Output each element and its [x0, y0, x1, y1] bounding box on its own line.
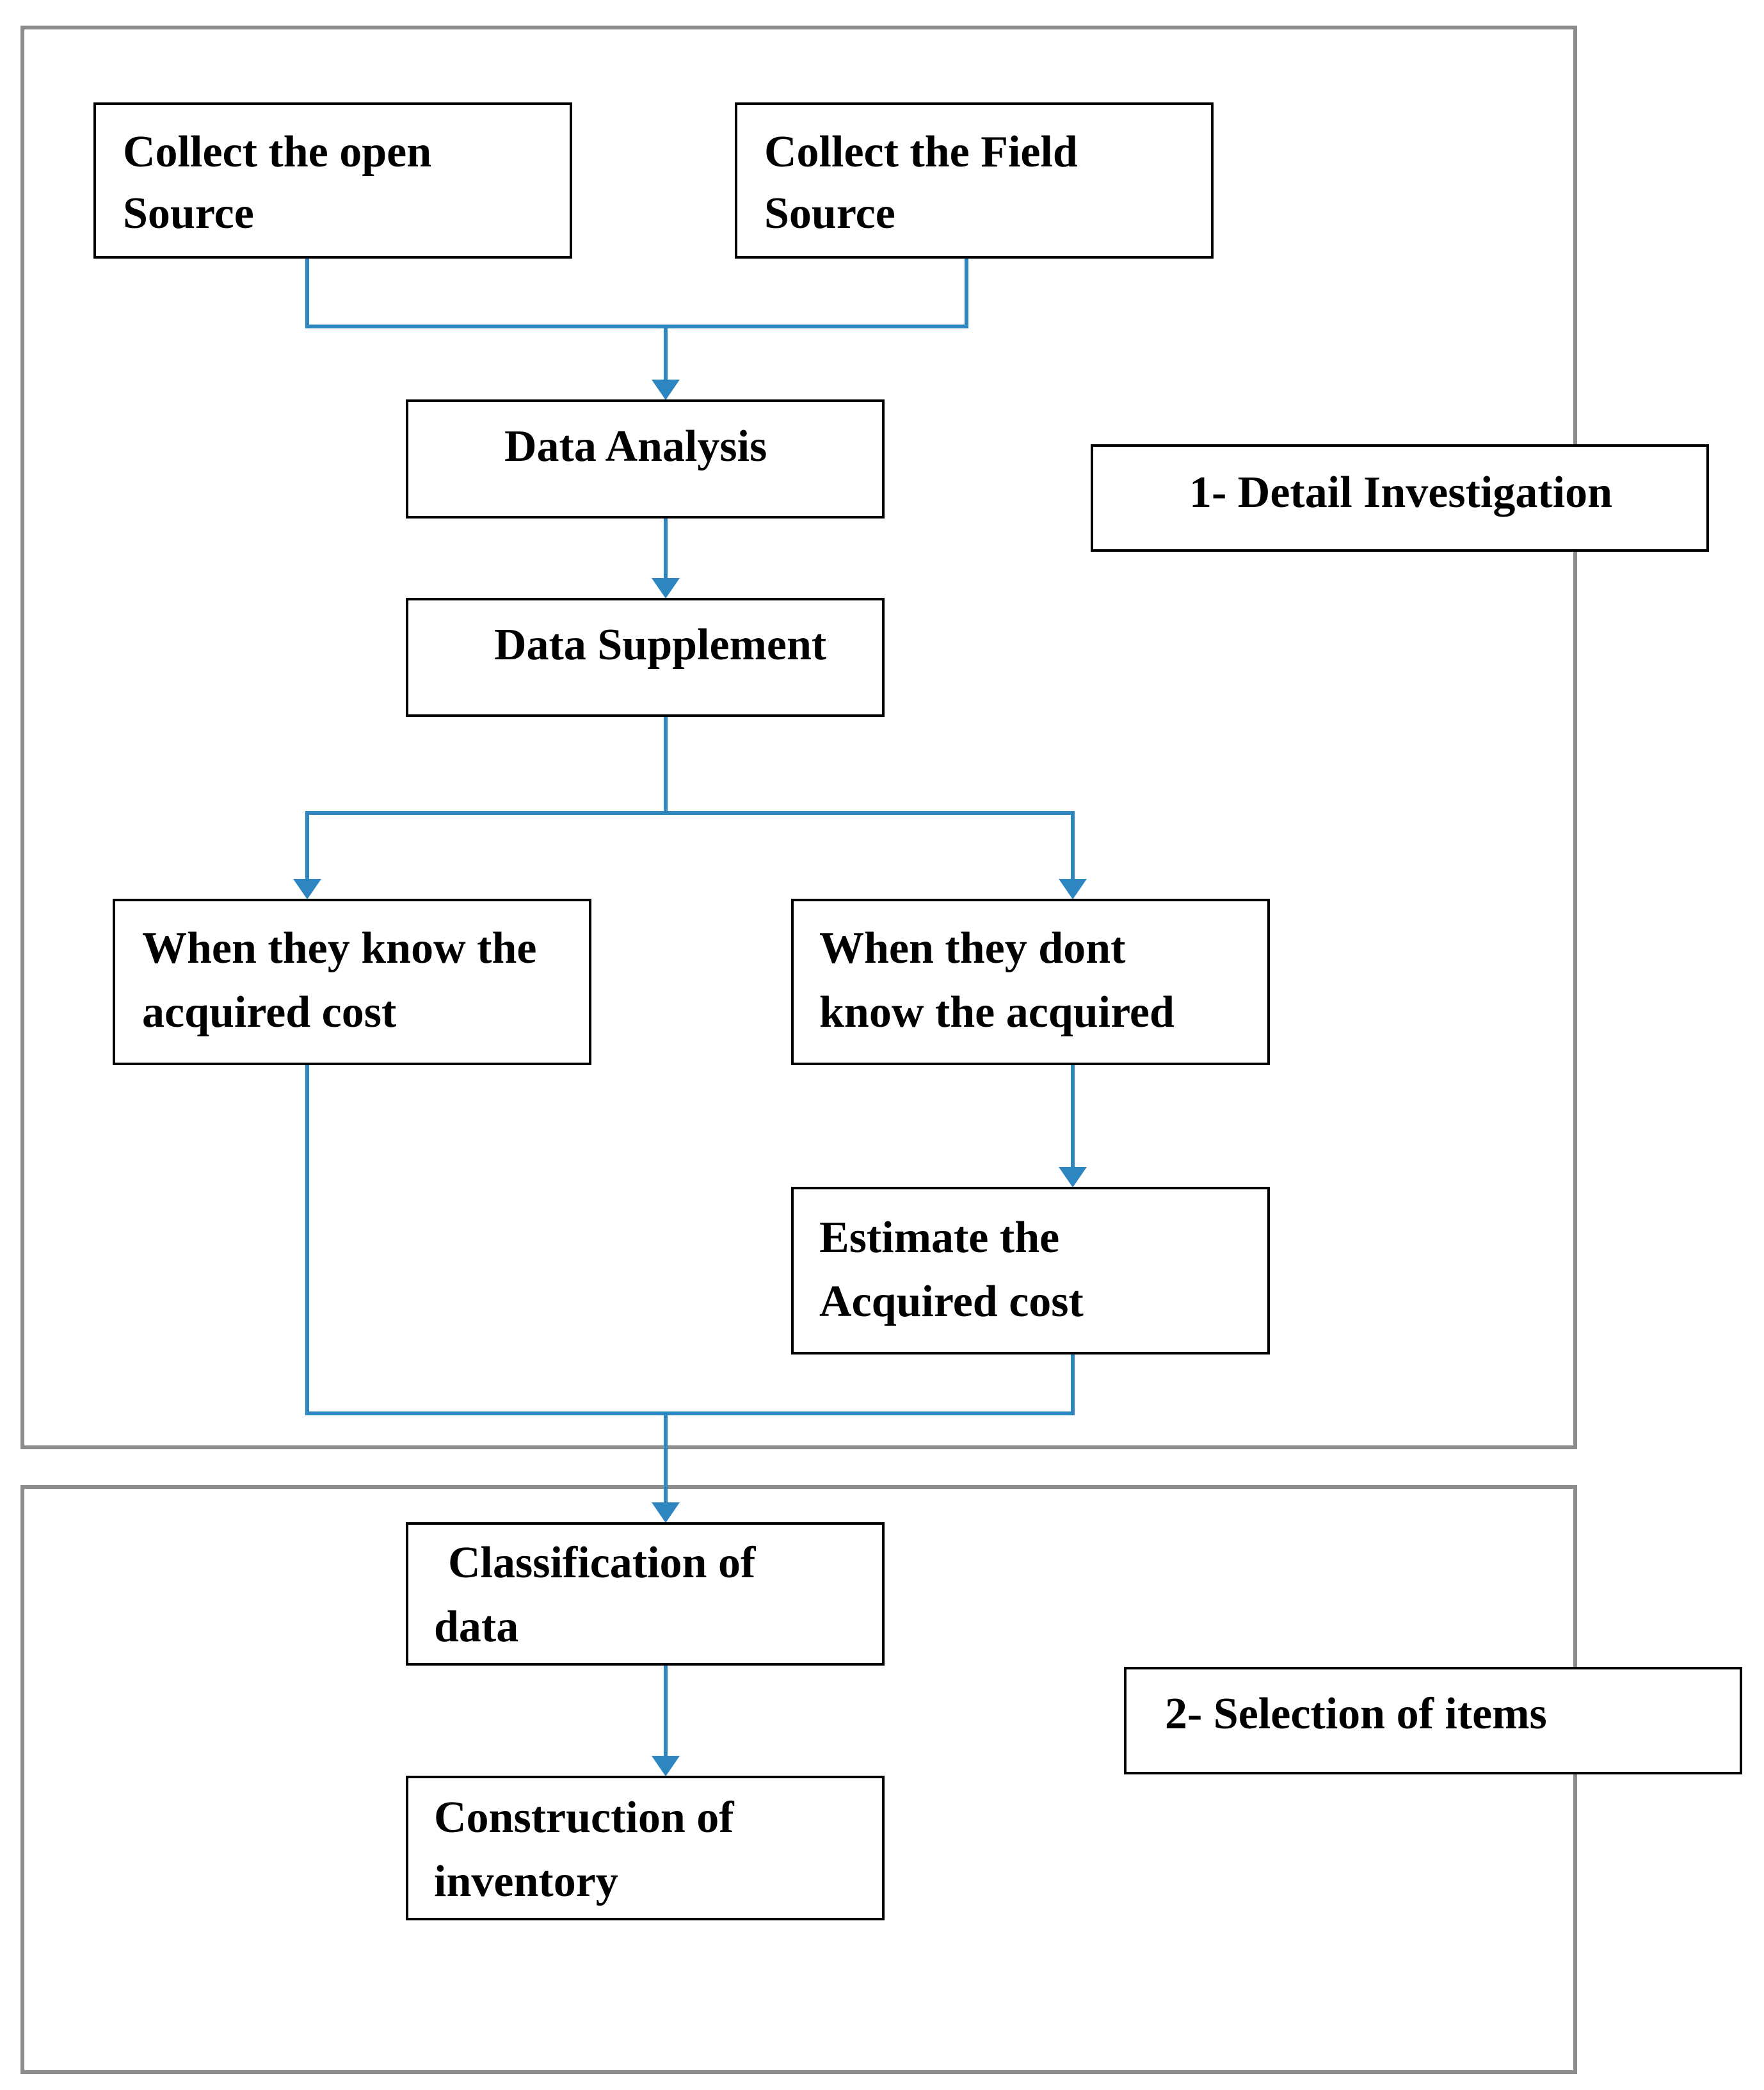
node-data-supplement-label: Data Supplement — [494, 620, 827, 670]
section-frame-detail-investigation — [20, 26, 1577, 1449]
node-know-acquired-cost-line2: acquired cost — [142, 988, 397, 1037]
section-label-selection-of-items: 2- Selection of items — [1124, 1667, 1742, 1774]
arrowhead-construction — [652, 1756, 680, 1776]
section-label-detail-investigation-text: 1- Detail Investigation — [1189, 468, 1613, 517]
node-data-analysis-label: Data Analysis — [504, 422, 767, 471]
arrowhead-know-cost — [293, 879, 321, 899]
node-dont-know-acquired: When they dont know the acquired — [791, 899, 1270, 1065]
connector-field-to-merge — [666, 257, 968, 328]
node-know-acquired-cost-line1: When they know the — [142, 924, 537, 973]
connector-open-to-merge — [305, 257, 666, 328]
node-collect-open-source-line1: Collect the open — [123, 127, 432, 177]
arrowhead-classification — [652, 1502, 680, 1523]
node-collect-open-source: Collect the open Source — [93, 102, 572, 259]
connector-know-cost-to-merge — [305, 1064, 1075, 1415]
node-classification-of-data-line2: data — [434, 1602, 519, 1652]
node-collect-open-source-line2: Source — [123, 189, 254, 238]
node-dont-know-acquired-line2: know the acquired — [819, 988, 1175, 1037]
section-label-detail-investigation: 1- Detail Investigation — [1091, 444, 1709, 552]
section-label-selection-of-items-text: 2- Selection of items — [1165, 1689, 1547, 1739]
connector-supplement-split-right — [666, 811, 1075, 883]
node-construction-of-inventory-line1: Construction of — [434, 1793, 734, 1842]
section-frame-selection-of-items — [20, 1485, 1577, 2074]
node-collect-field-source: Collect the Field Source — [735, 102, 1214, 259]
node-construction-of-inventory-line2: inventory — [434, 1857, 618, 1906]
arrowhead-data-supplement — [652, 578, 680, 599]
node-estimate-acquired-cost-line2: Acquired cost — [819, 1277, 1084, 1326]
connector-supplement-split — [305, 716, 668, 883]
node-collect-field-source-line2: Source — [764, 189, 895, 238]
node-estimate-acquired-cost-line1: Estimate the — [819, 1213, 1060, 1262]
node-construction-of-inventory: Construction of inventory — [406, 1776, 885, 1920]
node-classification-of-data-line1: Classification of — [448, 1538, 756, 1588]
node-data-supplement: Data Supplement — [406, 598, 885, 717]
node-collect-field-source-line1: Collect the Field — [764, 127, 1078, 177]
node-estimate-acquired-cost: Estimate the Acquired cost — [791, 1187, 1270, 1354]
node-dont-know-acquired-line1: When they dont — [819, 924, 1126, 973]
arrowhead-estimate — [1059, 1167, 1087, 1187]
node-data-analysis: Data Analysis — [406, 399, 885, 518]
arrowhead-data-analysis — [652, 380, 680, 400]
arrowhead-dont-know — [1059, 879, 1087, 899]
node-classification-of-data: Classification of data — [406, 1522, 885, 1666]
node-know-acquired-cost: When they know the acquired cost — [113, 899, 591, 1065]
